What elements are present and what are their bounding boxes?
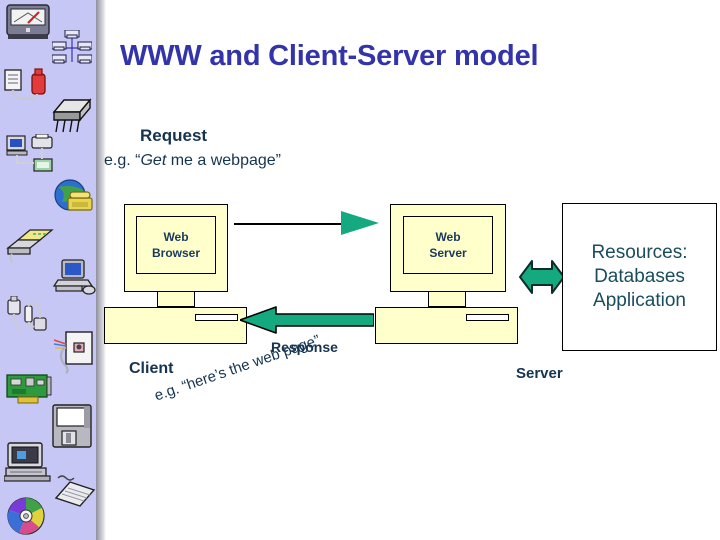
resources-line3: Application [593,290,686,312]
web-server-drive-slot [466,314,509,321]
web-server-screen: Web Server [403,216,493,274]
device-red-canister-icon [4,68,46,101]
decorative-sidebar [0,0,96,540]
page-title: WWW and Client-Server model [120,40,539,72]
web-server-base-unit [375,307,518,344]
request-arrow-line [234,223,356,225]
server-resources-double-arrow-icon [519,260,565,294]
web-server-screen-line1: Web [435,229,461,244]
request-arrow-head-icon [341,211,379,235]
response-arrow-icon [240,306,374,334]
floppy-disk-icon [52,404,92,448]
request-example-italic: Get [140,152,167,169]
computer-printer-network-icon [6,134,53,172]
resources-box: Resources: Databases Application [562,203,717,351]
request-example: e.g. “Get me a webpage” [104,152,281,170]
resources-line1: Resources: [591,241,688,263]
modem-icon [6,229,54,262]
compact-disc-icon [7,497,45,535]
sidebar-shadow [96,0,106,540]
web-server-screen-line2: Server [429,246,467,260]
request-heading: Request [140,126,208,145]
web-server-monitor-stand [428,292,466,307]
client-label: Client [129,360,174,377]
desktop-computer-icon [4,442,51,482]
network-topology-icon [52,30,92,64]
chip-icon [52,98,92,133]
server-label: Server [516,365,563,382]
web-browser-drive-slot [195,314,238,321]
web-browser-base-unit [104,307,247,344]
web-browser-monitor-stand [157,292,195,307]
network-card-icon [6,374,52,404]
request-example-suffix: me a webpage” [166,152,281,169]
web-browser-screen-line2: Browser [151,246,201,260]
gauge-meter-icon [6,4,50,39]
cable-connectors-icon [7,296,47,331]
response-heading: Response [271,339,338,355]
web-browser-screen: Web Browser [136,216,216,274]
keyboard-icon [54,475,96,507]
globe-telephone-icon [54,179,93,211]
workstation-icon [52,259,96,295]
request-example-prefix: e.g. “ [104,152,141,169]
web-browser-screen-line1: Web [163,229,189,244]
resources-line2: Databases [594,265,685,287]
wall-jack-icon [53,331,93,374]
